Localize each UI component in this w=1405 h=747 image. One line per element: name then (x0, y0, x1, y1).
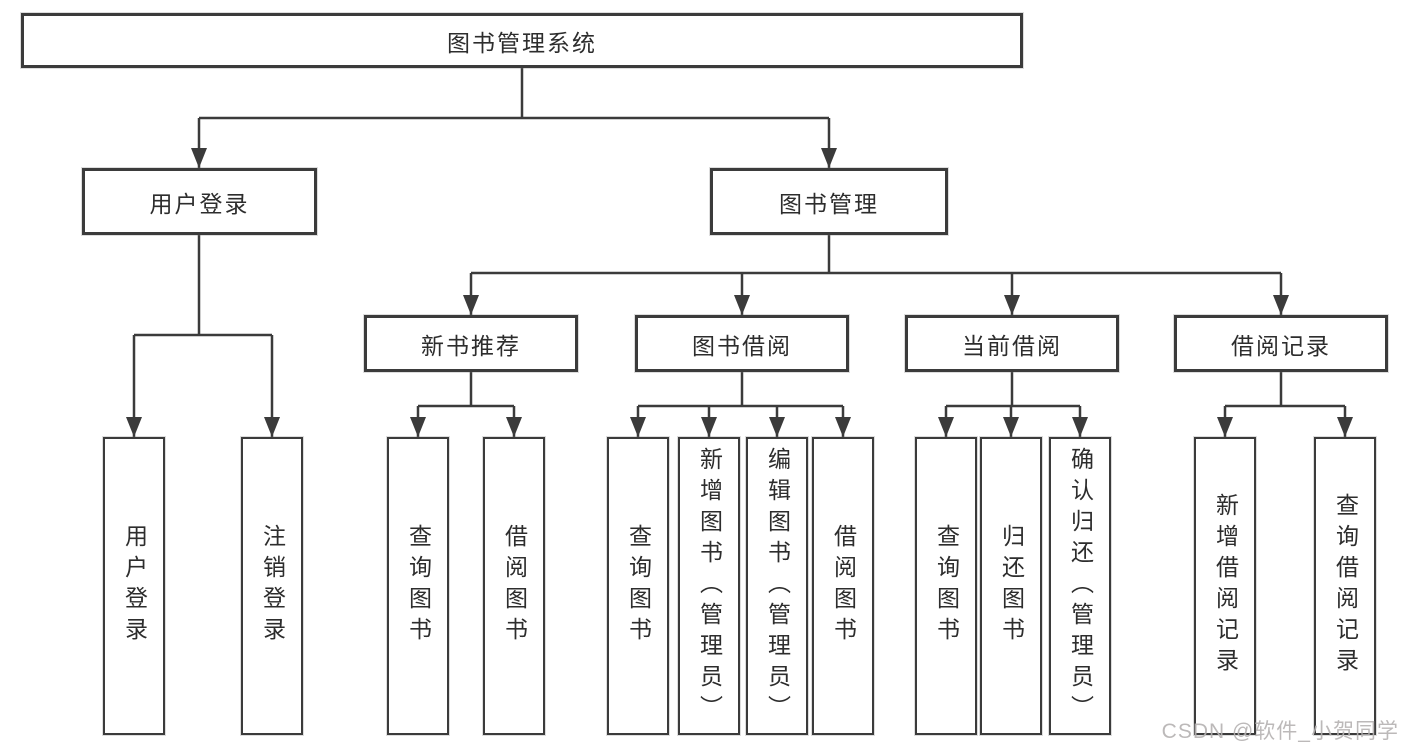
leaf-label: 借阅图书 (830, 524, 857, 648)
leaf-query-borrow-record: 查询借阅记录 (1314, 437, 1376, 735)
leaf-query-books-recommend: 查询图书 (387, 437, 449, 735)
node-borrow-records: 借阅记录 (1174, 315, 1388, 372)
node-label: 图书管理系统 (447, 29, 597, 56)
leaf-label: 新增借阅记录 (1212, 493, 1239, 679)
leaf-edit-books-admin: 编辑图书（管理员） (746, 437, 808, 735)
connector-rails (134, 68, 1345, 408)
leaf-label: 归还图书 (998, 524, 1025, 648)
leaf-logout: 注销登录 (241, 437, 303, 735)
leaf-confirm-return-admin: 确认归还（管理员） (1049, 437, 1111, 735)
leaf-user-login: 用户登录 (103, 437, 165, 735)
leaf-label: 查询图书 (933, 524, 960, 648)
leaf-borrow-books-recommend: 借阅图书 (483, 437, 545, 735)
leaf-label: 查询借阅记录 (1332, 493, 1359, 679)
leaf-label: 查询图书 (625, 524, 652, 648)
node-label: 图书借阅 (692, 332, 792, 359)
leaf-label: 新增图书（管理员） (696, 446, 723, 726)
node-current-borrow: 当前借阅 (905, 315, 1119, 372)
node-book-borrow: 图书借阅 (635, 315, 849, 372)
leaf-borrow-books: 借阅图书 (812, 437, 874, 735)
connector-arrows (126, 118, 1353, 437)
node-label: 当前借阅 (962, 332, 1062, 359)
node-root-system: 图书管理系统 (21, 13, 1023, 68)
leaf-label: 查询图书 (405, 524, 432, 648)
leaf-label: 编辑图书（管理员） (764, 446, 791, 726)
node-book-management: 图书管理 (710, 168, 948, 235)
leaf-label: 借阅图书 (501, 524, 528, 648)
leaf-query-books-current: 查询图书 (915, 437, 977, 735)
leaf-add-borrow-record: 新增借阅记录 (1194, 437, 1256, 735)
node-user-login: 用户登录 (82, 168, 317, 235)
csdn-watermark: CSDN @软件_小贺同学 (1161, 720, 1399, 743)
leaf-label: 确认归还（管理员） (1067, 446, 1094, 726)
node-label: 用户登录 (149, 190, 250, 217)
leaf-label: 注销登录 (259, 524, 286, 648)
leaf-return-books: 归还图书 (980, 437, 1042, 735)
leaf-add-books-admin: 新增图书（管理员） (678, 437, 740, 735)
node-label: 借阅记录 (1231, 332, 1331, 359)
leaf-query-books-borrow: 查询图书 (607, 437, 669, 735)
node-label: 新书推荐 (421, 332, 521, 359)
node-label: 图书管理 (779, 190, 879, 217)
node-new-book-recommend: 新书推荐 (364, 315, 578, 372)
leaf-label: 用户登录 (121, 524, 148, 648)
